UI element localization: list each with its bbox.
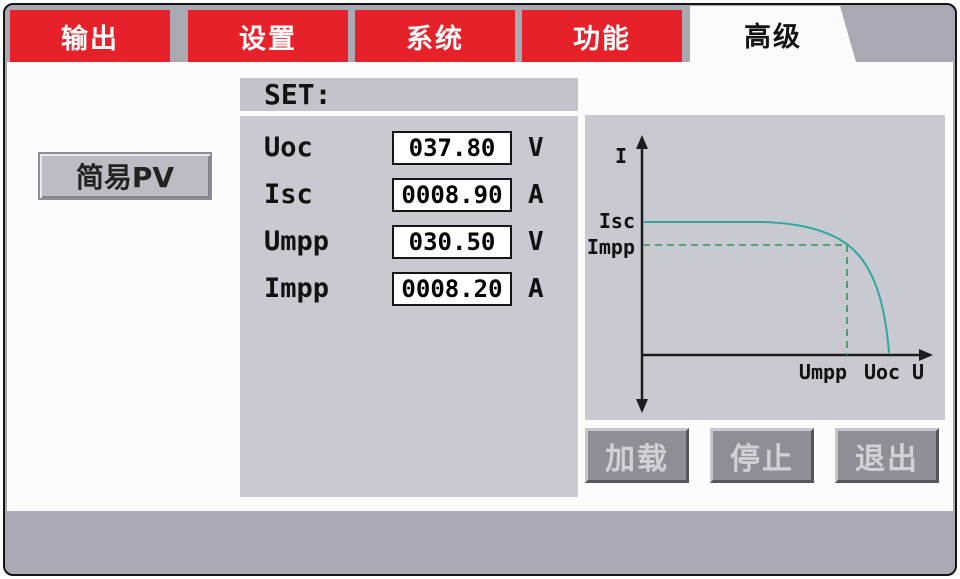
- simple-pv-button[interactable]: 简易PV: [38, 152, 212, 200]
- set-panel-header: SET:: [240, 78, 578, 111]
- uoc-unit: V: [528, 132, 544, 163]
- x-axis-label: U: [912, 360, 924, 384]
- uoc-tick-label: Uoc: [864, 360, 900, 384]
- impp-unit: A: [528, 273, 544, 304]
- iv-curve-svg: I Isc Impp Umpp Uoc U: [587, 135, 933, 413]
- set-row-isc: Isc 0008.90 A: [240, 171, 578, 218]
- x-axis-arrow-icon: [919, 349, 933, 361]
- device-screen: 输出 设置 系统 功能 高级 简易PV SET: Uoc 037.80 V Is…: [3, 3, 957, 576]
- mpp-dashed-guides: [643, 244, 848, 355]
- umpp-label: Umpp: [264, 226, 330, 257]
- set-row-umpp: Umpp 030.50 V: [240, 218, 578, 265]
- isc-tick-label: Isc: [599, 209, 635, 233]
- impp-value-field[interactable]: 0008.20: [392, 271, 512, 306]
- pv-curve: [643, 221, 890, 354]
- isc-label: Isc: [264, 179, 313, 210]
- y-axis-arrow-down-icon: [636, 399, 648, 413]
- umpp-value-field[interactable]: 030.50: [392, 224, 512, 259]
- uoc-value-field[interactable]: 037.80: [392, 130, 512, 165]
- tab-system[interactable]: 系统: [355, 10, 515, 62]
- isc-unit: A: [528, 179, 544, 210]
- tab-settings[interactable]: 设置: [188, 10, 348, 62]
- set-panel-body: Uoc 037.80 V Isc 0008.90 A Umpp 030.50 V…: [240, 116, 578, 497]
- isc-value-field[interactable]: 0008.90: [392, 177, 512, 212]
- exit-button[interactable]: 退出: [835, 428, 939, 483]
- tab-advanced[interactable]: 高级: [690, 6, 856, 62]
- tab-output[interactable]: 输出: [10, 10, 170, 62]
- uoc-label: Uoc: [264, 132, 313, 163]
- tab-function[interactable]: 功能: [522, 10, 682, 62]
- umpp-unit: V: [528, 226, 544, 257]
- impp-tick-label: Impp: [587, 235, 635, 259]
- main-content: 简易PV SET: Uoc 037.80 V Isc 0008.90 A Ump…: [7, 62, 953, 511]
- y-axis-label: I: [615, 144, 627, 168]
- set-panel: SET: Uoc 037.80 V Isc 0008.90 A Umpp 030…: [240, 78, 578, 497]
- y-axis-arrow-up-icon: [636, 135, 648, 149]
- iv-curve-chart: I Isc Impp Umpp Uoc U: [585, 115, 945, 420]
- load-button[interactable]: 加载: [585, 428, 689, 483]
- set-row-uoc: Uoc 037.80 V: [240, 124, 578, 171]
- umpp-tick-label: Umpp: [799, 360, 847, 384]
- stop-button[interactable]: 停止: [710, 428, 814, 483]
- impp-label: Impp: [264, 273, 330, 304]
- set-row-impp: Impp 0008.20 A: [240, 265, 578, 312]
